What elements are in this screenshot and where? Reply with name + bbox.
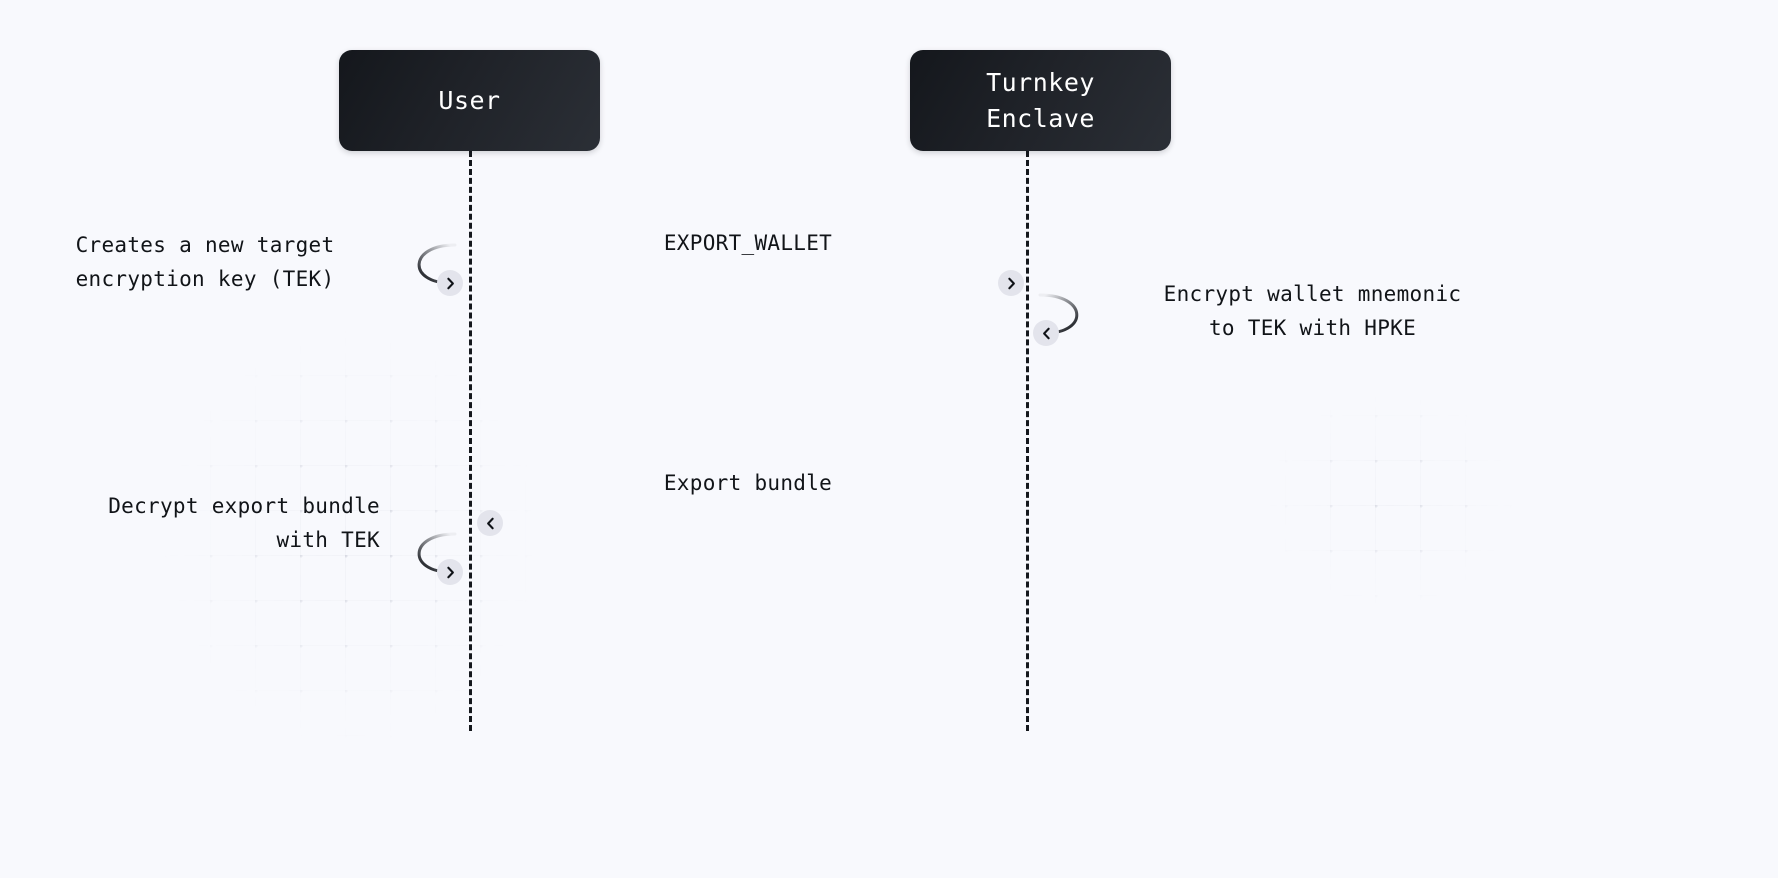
lifeline-enclave — [1026, 151, 1029, 731]
background-dot-grid-left — [120, 330, 540, 790]
message-label-export-bundle: Export bundle — [663, 471, 833, 495]
chevron-right-icon-user-create-tek — [437, 270, 463, 296]
message-label-export-wallet: EXPORT_WALLET — [663, 231, 833, 255]
actor-box-turnkey-enclave[interactable]: Turnkey Enclave — [910, 50, 1171, 151]
annotation-encrypt-mnemonic: Encrypt wallet mnemonic to TEK with HPKE — [1163, 282, 1462, 341]
annotation-decrypt-bundle: Decrypt export bundle with TEK — [108, 494, 380, 553]
chevron-right-icon-user-decrypt — [437, 559, 463, 585]
actor-box-user[interactable]: User — [339, 50, 600, 151]
annotation-create-tek: Creates a new target encryption key (TEK… — [75, 233, 335, 292]
chevron-left-icon-export-bundle-arrowhead — [477, 510, 503, 536]
lifeline-user — [469, 151, 472, 731]
chevron-right-icon-export-wallet-arrowhead — [998, 270, 1024, 296]
chevron-left-icon-enclave-encrypt — [1033, 320, 1059, 346]
background-dot-grid-right — [1240, 370, 1540, 630]
